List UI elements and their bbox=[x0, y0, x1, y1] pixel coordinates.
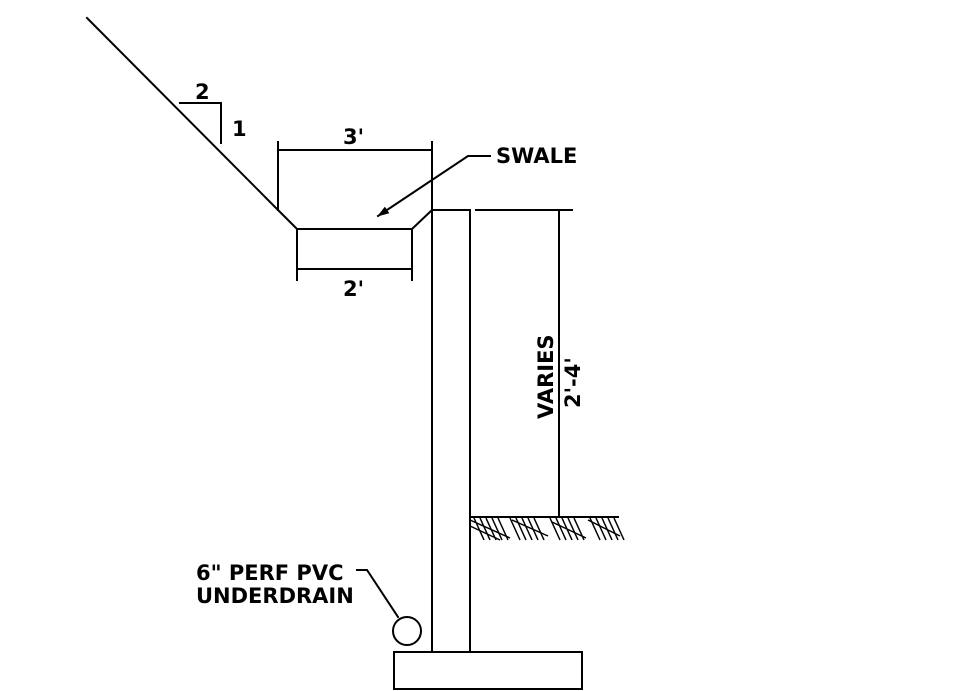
swale-bottom-width-label: 2' bbox=[343, 277, 364, 301]
earth-hatch bbox=[469, 517, 625, 541]
slope-run-label: 2 bbox=[195, 80, 210, 104]
wall-footing bbox=[393, 651, 583, 690]
swale-label: SWALE bbox=[496, 144, 577, 168]
swale-top-width-label: 3' bbox=[343, 125, 364, 149]
wall-height-value-label: 2'-4' bbox=[561, 357, 585, 408]
swale-leader bbox=[376, 155, 491, 218]
slope-and-swale-profile bbox=[85, 16, 471, 230]
underdrain-label-line1: 6" PERF PVC bbox=[196, 561, 343, 585]
wall-height-varies-label: VARIES bbox=[534, 334, 558, 419]
underdrain-pipe bbox=[392, 616, 422, 646]
wall-stem bbox=[431, 209, 471, 653]
slope-rise-label: 1 bbox=[232, 117, 247, 141]
underdrain-leader bbox=[356, 569, 400, 619]
slope-ratio-triangle bbox=[179, 102, 222, 144]
underdrain-label-line2: UNDERDRAIN bbox=[196, 584, 354, 608]
